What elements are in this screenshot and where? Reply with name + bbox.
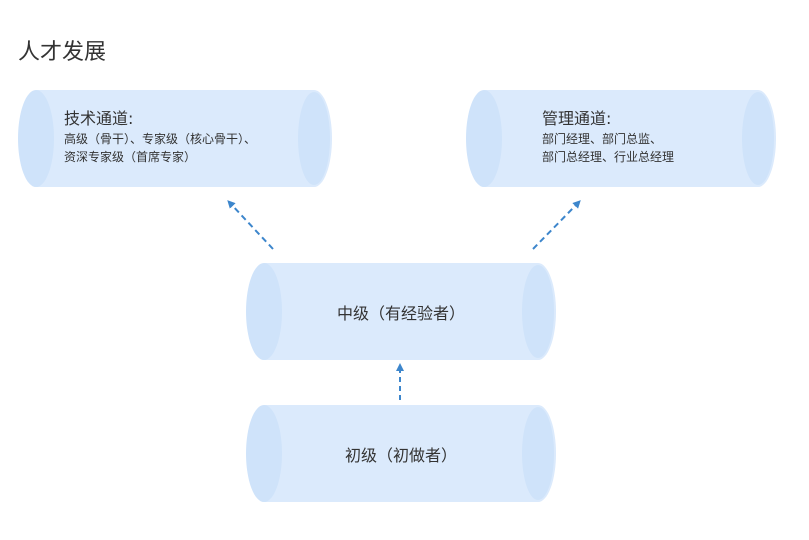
mid-level-label: 中级（有经验者）: [336, 304, 465, 323]
junior-cylinder-shape: [246, 405, 556, 502]
junior-level-label: 初级（初做者）: [344, 446, 457, 465]
tech-channel-node: 技术通道: 高级（骨干）、专家级（核心骨干）、 资深专家级（首席专家）: [18, 90, 332, 187]
junior-level-node: 初级（初做者）: [246, 405, 556, 502]
arrow-to-mgmt-channel: [532, 200, 581, 250]
tech-channel-title: 技术通道:: [64, 109, 134, 128]
tech-cylinder-shape: [18, 90, 332, 187]
page-title: 人才发展: [18, 40, 107, 65]
mid-level-node: 中级（有经验者）: [246, 263, 556, 360]
arrow-to-tech-channel: [227, 200, 274, 250]
mgmt-channel-line-1: 部门经理、部门总监、: [542, 132, 663, 146]
tech-channel-line-1: 高级（骨干）、专家级（核心骨干）、: [64, 132, 257, 146]
mgmt-channel-text: 管理通道: 部门经理、部门总监、 部门总经理、行业总经理: [542, 108, 674, 166]
tech-channel-line-2: 资深专家级（首席专家）: [64, 150, 197, 164]
mid-cylinder-shape: [246, 263, 556, 360]
mgmt-channel-title: 管理通道:: [542, 109, 612, 128]
tech-channel-text: 技术通道: 高级（骨干）、专家级（核心骨干）、 资深专家级（首席专家）: [64, 108, 256, 166]
mgmt-channel-node: 管理通道: 部门经理、部门总监、 部门总经理、行业总经理: [466, 90, 776, 187]
mgmt-channel-line-2: 部门总经理、行业总经理: [542, 150, 675, 164]
mgmt-cylinder-shape: [466, 90, 776, 187]
